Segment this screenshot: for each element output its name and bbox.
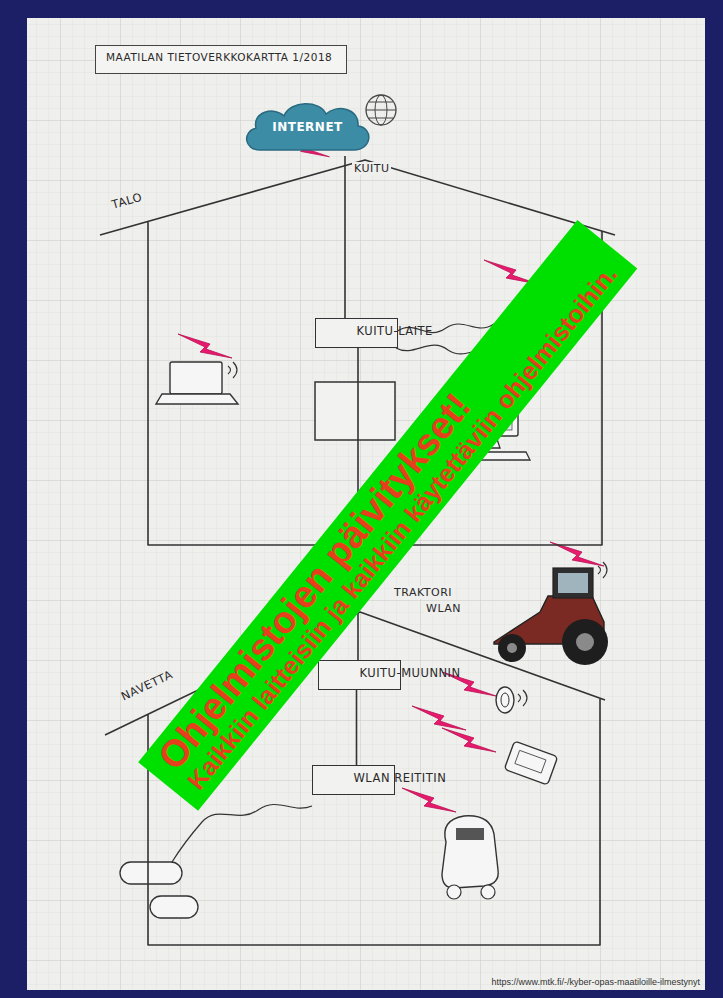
node-label: KUITU-MUUNNIN: [360, 666, 424, 680]
title-box: MAATILAN TIETOVERKKOKARTTA 1/2018: [95, 45, 347, 74]
device-box: KUITU-MUUNNIN: [318, 660, 401, 690]
building-label: NAVETTA: [119, 667, 175, 703]
lightning-bolt: [412, 706, 466, 730]
device-label: TRAKTORI: [392, 586, 454, 599]
tractor-wheel: [562, 619, 608, 665]
node-label: KUITU-LAITE: [357, 324, 421, 338]
node-label: INTERNET: [240, 120, 375, 135]
device-icon: [150, 896, 198, 918]
tag-reader-icon: [504, 741, 557, 785]
device-label: WLAN: [424, 602, 463, 615]
wifi-symbol: [518, 690, 527, 706]
laptop-icon: [156, 394, 238, 404]
device-icon: [120, 862, 182, 884]
line-label: KUITU: [352, 162, 391, 175]
feeding-robot: [442, 816, 498, 888]
tag-reader-screen: [515, 750, 546, 773]
node-label: WLAN REITITIN: [354, 771, 418, 785]
laptop-icon: [170, 362, 222, 394]
lightning-bolt: [442, 728, 496, 752]
tractor-hub: [576, 633, 594, 651]
internet-cloud: INTERNET: [240, 98, 375, 156]
paper-panel: [27, 18, 705, 990]
map-title: MAATILAN TIETOVERKKOKARTTA 1/2018: [106, 51, 336, 64]
fiber-line: [344, 156, 346, 318]
feeding-robot: [456, 828, 484, 840]
lightning-bolt: [402, 788, 456, 812]
device-box: [315, 382, 395, 440]
cable: [172, 804, 312, 862]
lightning-bolt: [442, 672, 496, 696]
feeding-robot-wheel: [447, 885, 461, 899]
fiber-line: [356, 690, 358, 765]
device-box: KUITU-LAITE: [315, 318, 398, 348]
source-url: https://www.mtk.fi/-/kyber-opas-maatiloi…: [491, 977, 700, 987]
tractor-hub: [507, 643, 517, 653]
feeding-robot-wheel: [481, 885, 495, 899]
ear-tag-icon: [496, 687, 514, 713]
ear-tag-icon: [501, 693, 509, 707]
globe-icon: [366, 102, 396, 118]
building-label: TALO: [110, 190, 144, 212]
tractor-wheel: [498, 634, 526, 662]
tractor-cabin: [553, 568, 593, 598]
tractor-window: [558, 573, 588, 593]
wifi-symbol: [228, 362, 237, 378]
globe-icon: [366, 95, 396, 125]
lightning-bolt: [178, 334, 232, 358]
device-box: WLAN REITITIN: [312, 765, 395, 795]
grid-paper: [27, 18, 705, 990]
